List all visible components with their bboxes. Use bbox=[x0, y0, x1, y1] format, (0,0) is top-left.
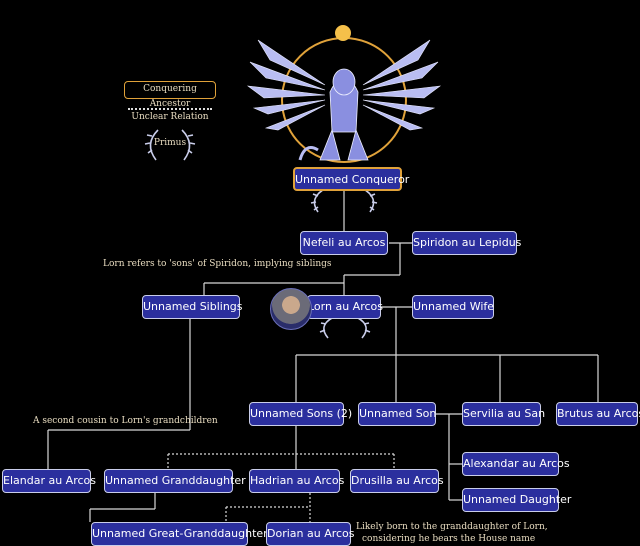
node-unnamed-great-granddaughter[interactable]: Unnamed Great-Granddaughter bbox=[91, 522, 268, 546]
griffin-crest-icon bbox=[246, 25, 442, 163]
legend-dotted-line bbox=[128, 108, 212, 110]
legend-conquering-ancestor: Conquering Ancestor bbox=[124, 81, 216, 109]
node-spiridon[interactable]: Spiridon au Lepidus bbox=[412, 231, 521, 255]
node-servilia[interactable]: Servilia au San bbox=[462, 402, 545, 426]
note-dorian-line-1: Likely born to the granddaughter of Lorn… bbox=[356, 522, 548, 532]
node-alexandar[interactable]: Alexandar au Arcos bbox=[462, 452, 570, 476]
node-unnamed-wife[interactable]: Unnamed Wife bbox=[412, 295, 494, 319]
node-unnamed-son[interactable]: Unnamed Son bbox=[358, 402, 436, 426]
node-elandar[interactable]: Elandar au Arcos bbox=[2, 469, 96, 493]
note-dorian-line-2: considering he bears the House name bbox=[362, 534, 536, 544]
node-drusilla[interactable]: Drusilla au Arcos bbox=[350, 469, 444, 493]
laurel-wreath-icon bbox=[319, 317, 371, 339]
note-sons-of-spiridon: Lorn refers to 'sons' of Spiridon, imply… bbox=[103, 259, 332, 269]
legend-unclear-relation: Unclear Relation bbox=[131, 112, 209, 122]
node-unnamed-daughter[interactable]: Unnamed Daughter bbox=[462, 488, 571, 512]
node-lorn[interactable]: Lorn au Arcos bbox=[307, 295, 383, 319]
lorn-portrait bbox=[270, 288, 312, 330]
node-unnamed-sons[interactable]: Unnamed Sons (2) bbox=[249, 402, 352, 426]
node-unnamed-conqueror[interactable]: Unnamed Conqueror bbox=[293, 167, 409, 191]
node-unnamed-granddaughter[interactable]: Unnamed Granddaughter bbox=[104, 469, 246, 493]
legend-primus: Primus bbox=[153, 138, 187, 148]
node-dorian[interactable]: Dorian au Arcos bbox=[266, 522, 355, 546]
laurel-wreath-icon bbox=[144, 129, 196, 161]
node-brutus[interactable]: Brutus au Arcos bbox=[556, 402, 640, 426]
node-hadrian[interactable]: Hadrian au Arcos bbox=[249, 469, 344, 493]
node-nefeli[interactable]: Nefeli au Arcos bbox=[300, 231, 388, 255]
note-second-cousin: A second cousin to Lorn's grandchildren bbox=[33, 416, 218, 426]
node-unnamed-siblings[interactable]: Unnamed Siblings bbox=[142, 295, 243, 319]
